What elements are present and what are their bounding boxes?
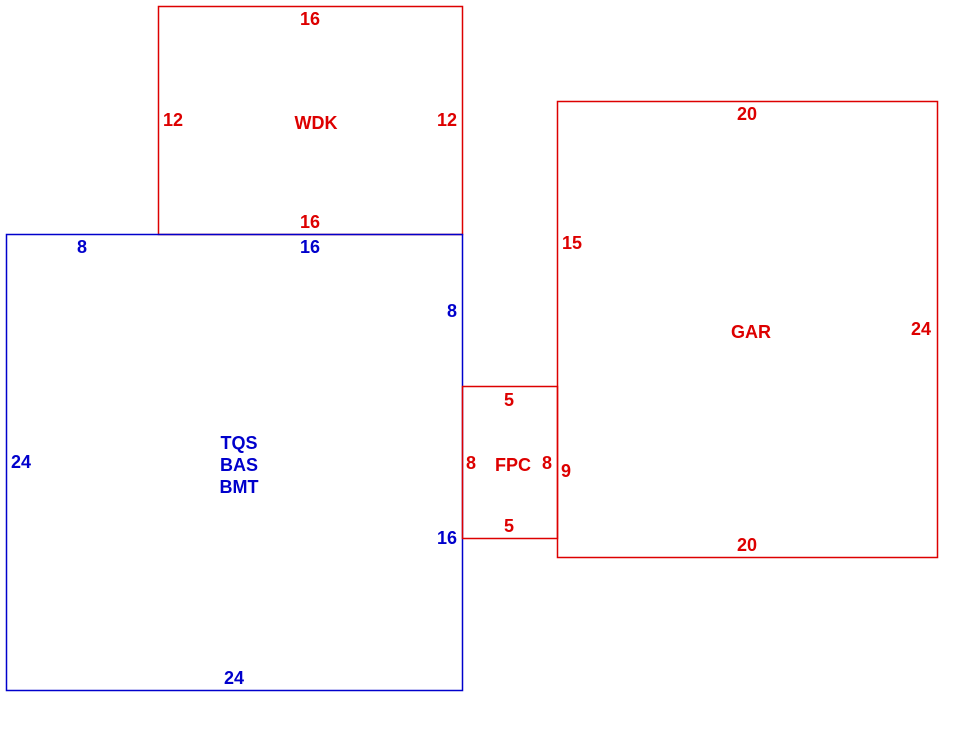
wdk-area-label: WDK: [295, 113, 338, 133]
main-top-left-dimension: 8: [77, 237, 87, 257]
area-fpc: 5 8 FPC 8 5: [461, 385, 559, 540]
main-top-dimension: 16: [300, 237, 320, 257]
wdk-left-dimension: 12: [163, 110, 183, 130]
main-area-label-3: BMT: [220, 477, 259, 497]
wdk-right-dimension: 12: [437, 110, 457, 130]
fpc-area-label: FPC: [495, 455, 531, 475]
gar-left-upper-dimension: 15: [562, 233, 582, 253]
main-right-lower-dimension: 16: [437, 528, 457, 548]
main-area-label-1: TQS: [220, 433, 257, 453]
main-right-upper-dimension: 8: [447, 301, 457, 321]
fpc-left-dimension: 8: [466, 453, 476, 473]
area-wdk: 16 12 12 WDK 16: [157, 5, 464, 236]
area-main: 8 16 8 24 TQS BAS BMT 16 24: [5, 233, 464, 692]
gar-left-lower-dimension: 9: [561, 461, 571, 481]
wdk-top-dimension: 16: [300, 9, 320, 29]
gar-bottom-dimension: 20: [737, 535, 757, 555]
wdk-bottom-dimension: 16: [300, 212, 320, 232]
gar-right-dimension: 24: [911, 319, 931, 339]
fpc-top-dimension: 5: [504, 390, 514, 410]
fpc-bottom-dimension: 5: [504, 516, 514, 536]
main-area-label-2: BAS: [220, 455, 258, 475]
area-gar-outline: [556, 100, 939, 559]
area-gar: 20 15 GAR 24 9 20: [556, 100, 939, 559]
fpc-right-dimension: 8: [542, 453, 552, 473]
gar-area-label: GAR: [731, 322, 771, 342]
gar-top-dimension: 20: [737, 104, 757, 124]
main-bottom-dimension: 24: [224, 668, 244, 688]
main-left-dimension: 24: [11, 452, 31, 472]
